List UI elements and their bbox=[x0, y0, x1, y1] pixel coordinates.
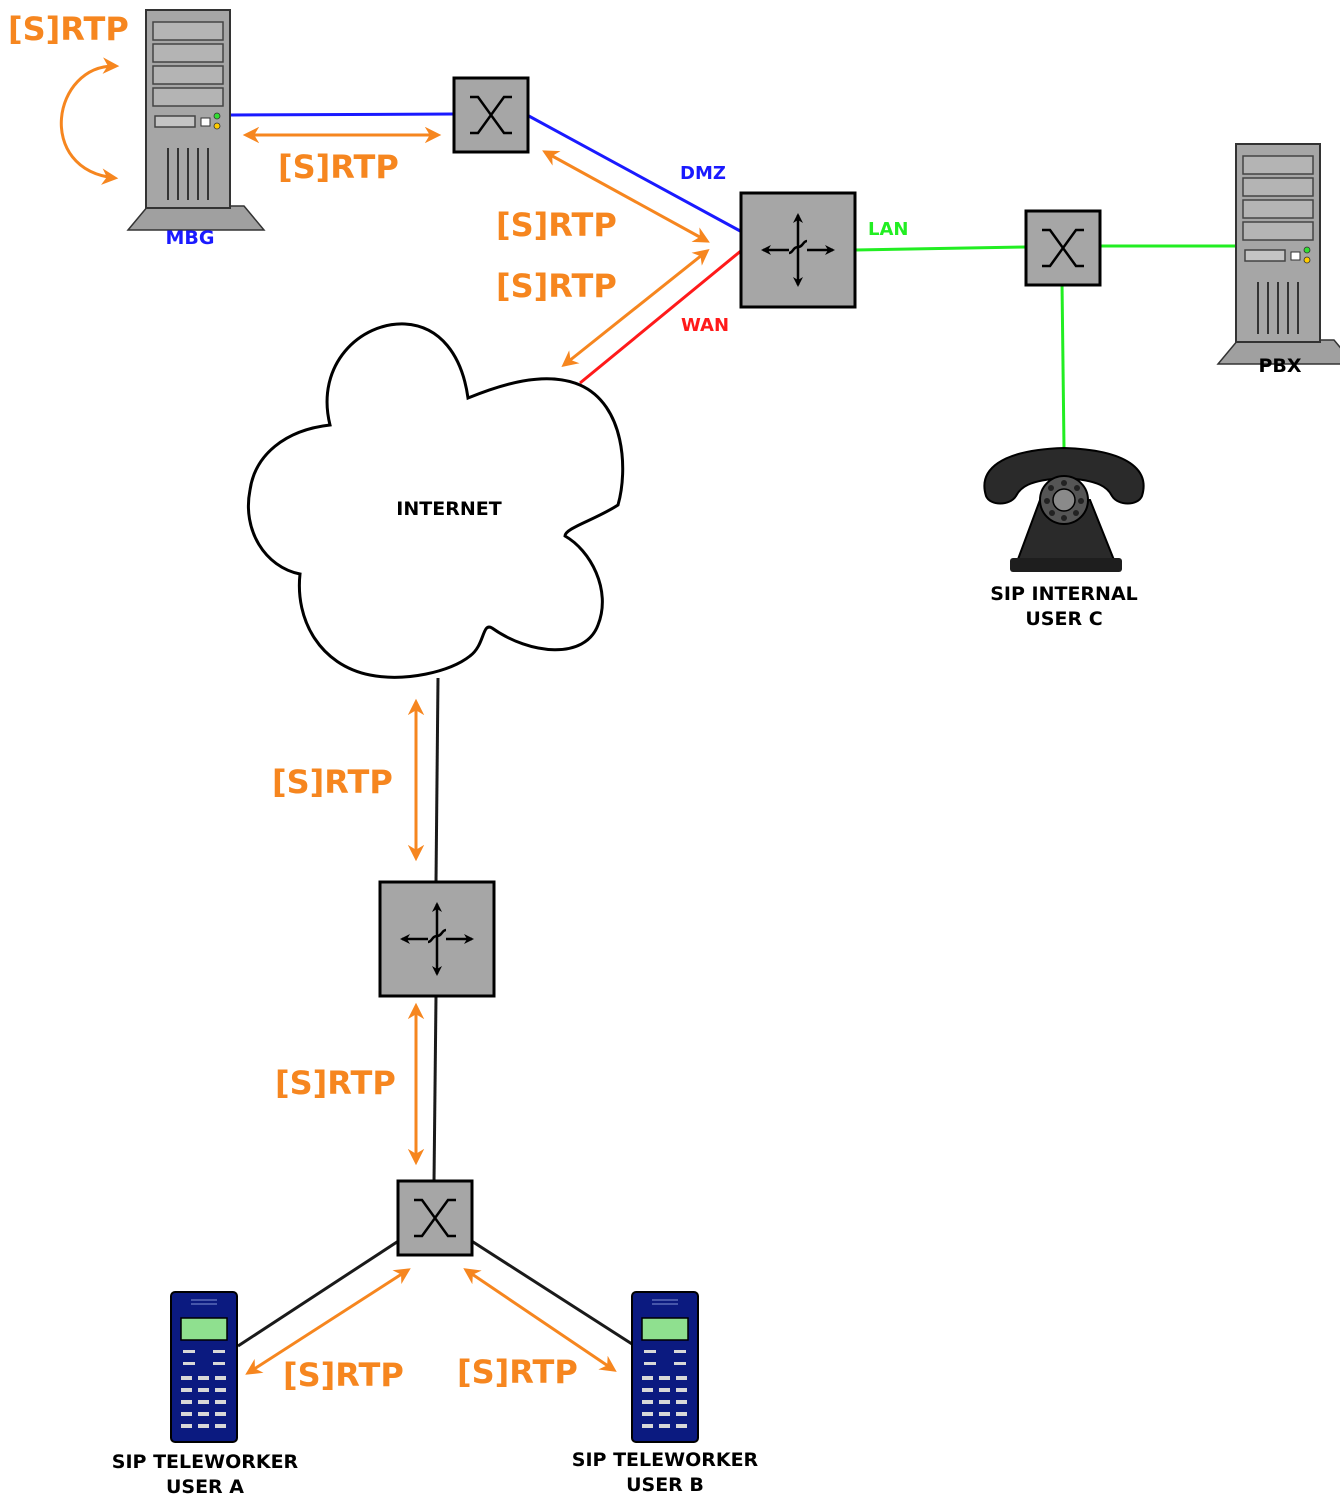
user-b-handset-icon bbox=[631, 1291, 699, 1443]
user-c-label: SIP INTERNAL USER C bbox=[944, 582, 1184, 632]
lan-link-switch-phone bbox=[1060, 281, 1066, 449]
lan-link-router-switch bbox=[854, 245, 1027, 252]
lan-switch-icon bbox=[1024, 209, 1102, 287]
srtp-arrow-switch-user-b bbox=[463, 1268, 617, 1372]
user-a-handset-icon bbox=[170, 1291, 238, 1443]
user-a-label-line2: USER A bbox=[165, 1476, 245, 1498]
srtp-label-router-switch: [S]RTP bbox=[275, 1064, 396, 1102]
lan-label: LAN bbox=[868, 219, 909, 240]
user-b-label-line1: SIP TELEWORKER bbox=[571, 1449, 759, 1471]
remote-router-icon bbox=[380, 882, 494, 996]
srtp-label-switch-user-a: [S]RTP bbox=[283, 1356, 404, 1394]
srtp-arrow-switch-user-a bbox=[245, 1268, 411, 1375]
dmz-link-mbg-switch bbox=[230, 112, 455, 117]
mbg-server-icon bbox=[127, 9, 265, 231]
srtp-label-router-internet: [S]RTP bbox=[496, 267, 617, 305]
internet-label: INTERNET bbox=[396, 498, 502, 520]
link-router-switch bbox=[432, 995, 438, 1183]
srtp-label-loop: [S]RTP bbox=[8, 10, 129, 48]
srtp-label-mbg-switch: [S]RTP bbox=[278, 148, 399, 186]
link-internet-router bbox=[434, 677, 440, 883]
srtp-label-internet-router: [S]RTP bbox=[272, 763, 393, 801]
user-c-label-line1: SIP INTERNAL bbox=[990, 583, 1138, 605]
link-switch-user-a bbox=[237, 1238, 401, 1348]
srtp-label-switch-router: [S]RTP bbox=[496, 206, 617, 244]
user-a-label: SIP TELEWORKER USER A bbox=[85, 1450, 325, 1500]
user-b-label-line2: USER B bbox=[626, 1474, 704, 1496]
pbx-server-icon bbox=[1217, 143, 1340, 365]
dmz-label: DMZ bbox=[680, 163, 726, 184]
edge-router-icon bbox=[741, 193, 855, 307]
srtp-arrow-switch-router bbox=[542, 150, 710, 243]
wan-label: WAN bbox=[681, 315, 730, 336]
remote-switch-icon bbox=[396, 1179, 474, 1257]
user-b-label: SIP TELEWORKER USER B bbox=[545, 1448, 785, 1498]
user-a-label-line1: SIP TELEWORKER bbox=[111, 1451, 299, 1473]
cloud-icon bbox=[247, 322, 625, 679]
srtp-label-switch-user-b: [S]RTP bbox=[457, 1353, 578, 1391]
mbg-label: MBG bbox=[165, 227, 215, 249]
srtp-loop-arrow bbox=[60, 57, 120, 185]
srtp-arrow-router-internet bbox=[561, 248, 710, 368]
dmz-switch-icon bbox=[452, 76, 530, 154]
pbx-label: PBX bbox=[1258, 355, 1302, 377]
rotary-phone-icon bbox=[983, 446, 1145, 572]
user-c-label-line2: USER C bbox=[1025, 608, 1103, 630]
